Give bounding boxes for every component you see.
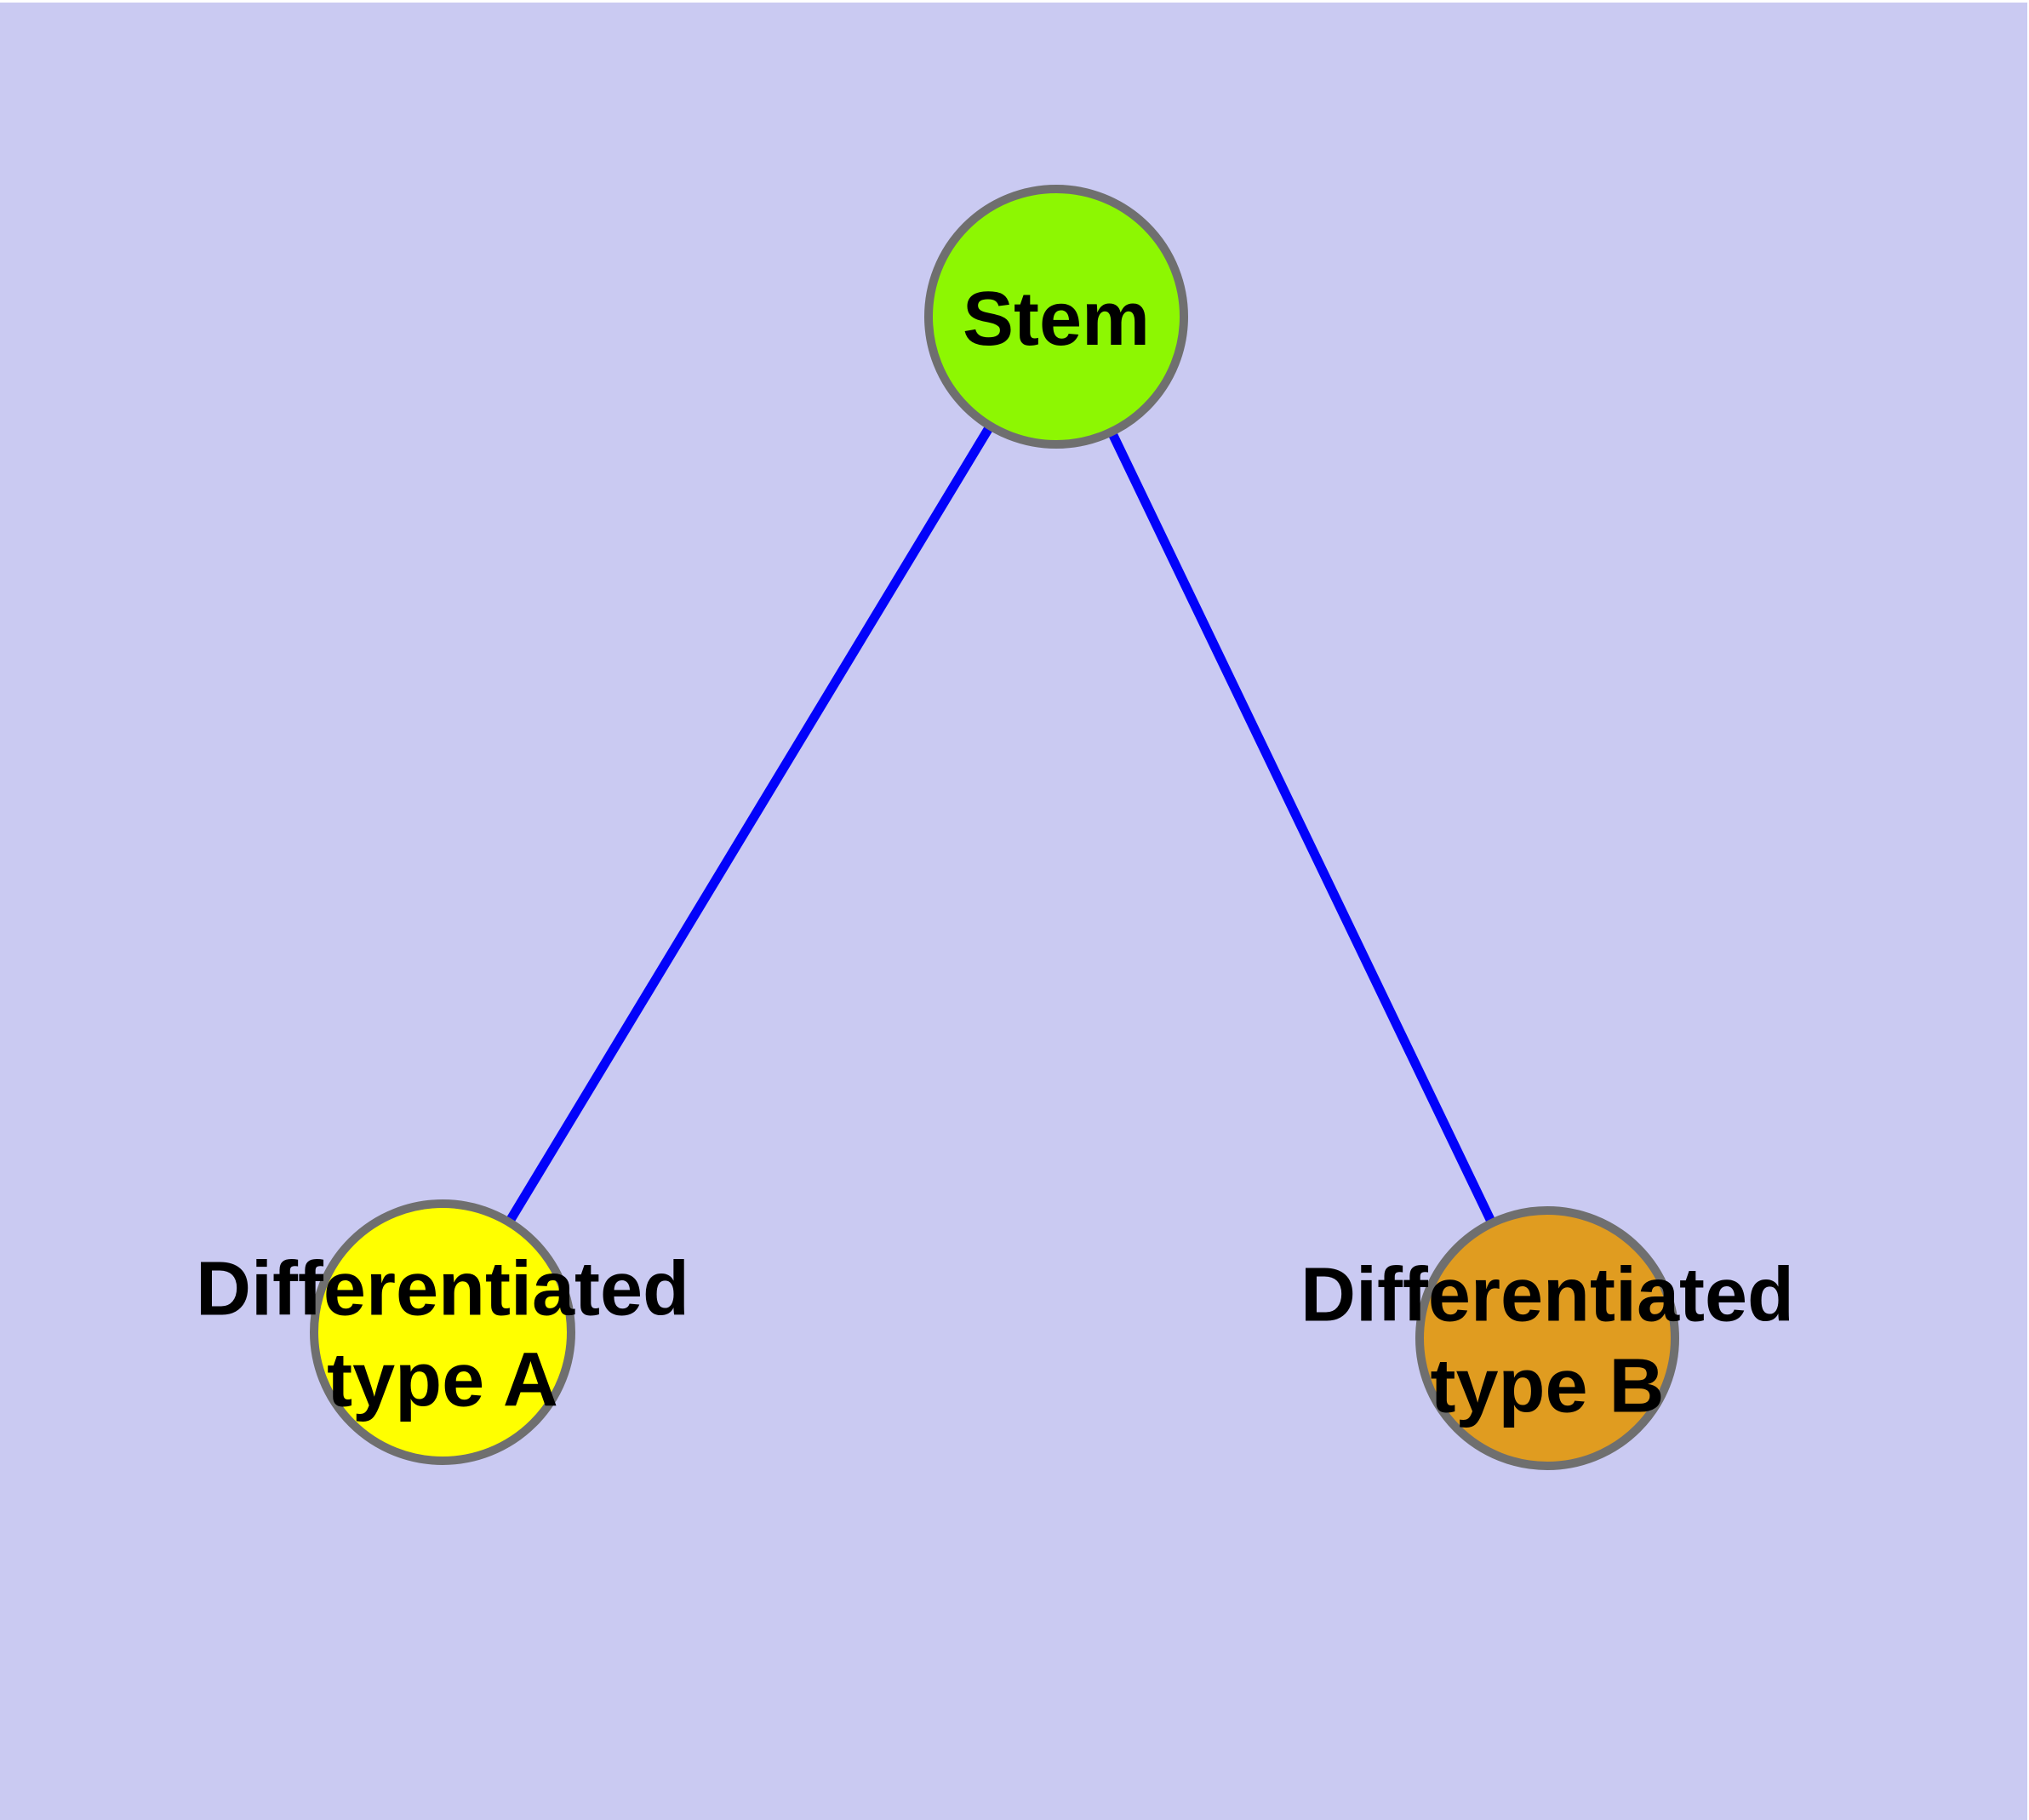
node-differentiated-type-b-label-line-1: Differentiated: [1300, 1253, 1794, 1338]
node-differentiated-type-a-label-line-2: type A: [327, 1338, 558, 1423]
nodes-layer: [310, 185, 1679, 1470]
edges-layer: [438, 314, 1552, 1341]
node-differentiated-type-a-circle: [310, 1199, 575, 1465]
node-differentiated-type-b-circle: [1415, 1206, 1679, 1470]
node-differentiated-type-b-label-line-2: type B: [1430, 1344, 1664, 1429]
node-stem-circle: [924, 185, 1188, 449]
node-stem-label-line-1: Stem: [963, 277, 1150, 362]
node-differentiated-type-a-label-line-1: Differentiated: [196, 1247, 689, 1332]
edge-stem-to-differentiated-type-b: [1052, 314, 1552, 1341]
node-stem-label: Stem: [963, 277, 1150, 362]
edge-stem-to-differentiated-type-a: [438, 314, 1060, 1335]
